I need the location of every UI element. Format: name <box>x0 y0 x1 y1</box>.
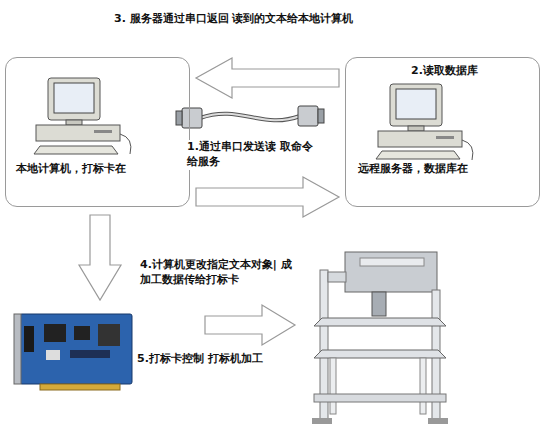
serial-cable <box>176 106 324 128</box>
computer-box: 2.读取数据库远程服务器，数据库在 <box>345 57 540 207</box>
box-text: 远程服务器，数据库在 <box>358 162 531 176</box>
marking-card <box>14 314 132 390</box>
step-label: 1.通过串口发送读 取命令 给服务 <box>185 140 321 170</box>
computer-icon <box>34 78 131 154</box>
hollow-arrow <box>196 177 339 217</box>
step-label: 5.打标卡控制 打标机加工 <box>135 352 299 367</box>
step-label: 4.计算机更改指定文本对象| 成加工数据传给打标卡 <box>138 258 302 288</box>
hollow-arrow <box>196 58 339 98</box>
computer-box: 本地计算机，打标卡在 <box>5 57 190 207</box>
computer-icon <box>376 84 473 160</box>
box-text: 本地计算机，打标卡在 <box>16 162 181 176</box>
marking-machine <box>312 252 448 424</box>
flow-arrow <box>79 215 121 300</box>
flow-arrow <box>205 305 295 345</box>
step-label: 3. 服务器通过串口返回 读到的文本给本地计算机 <box>112 12 456 27</box>
box-heading: 2.读取数据库 <box>358 64 531 78</box>
